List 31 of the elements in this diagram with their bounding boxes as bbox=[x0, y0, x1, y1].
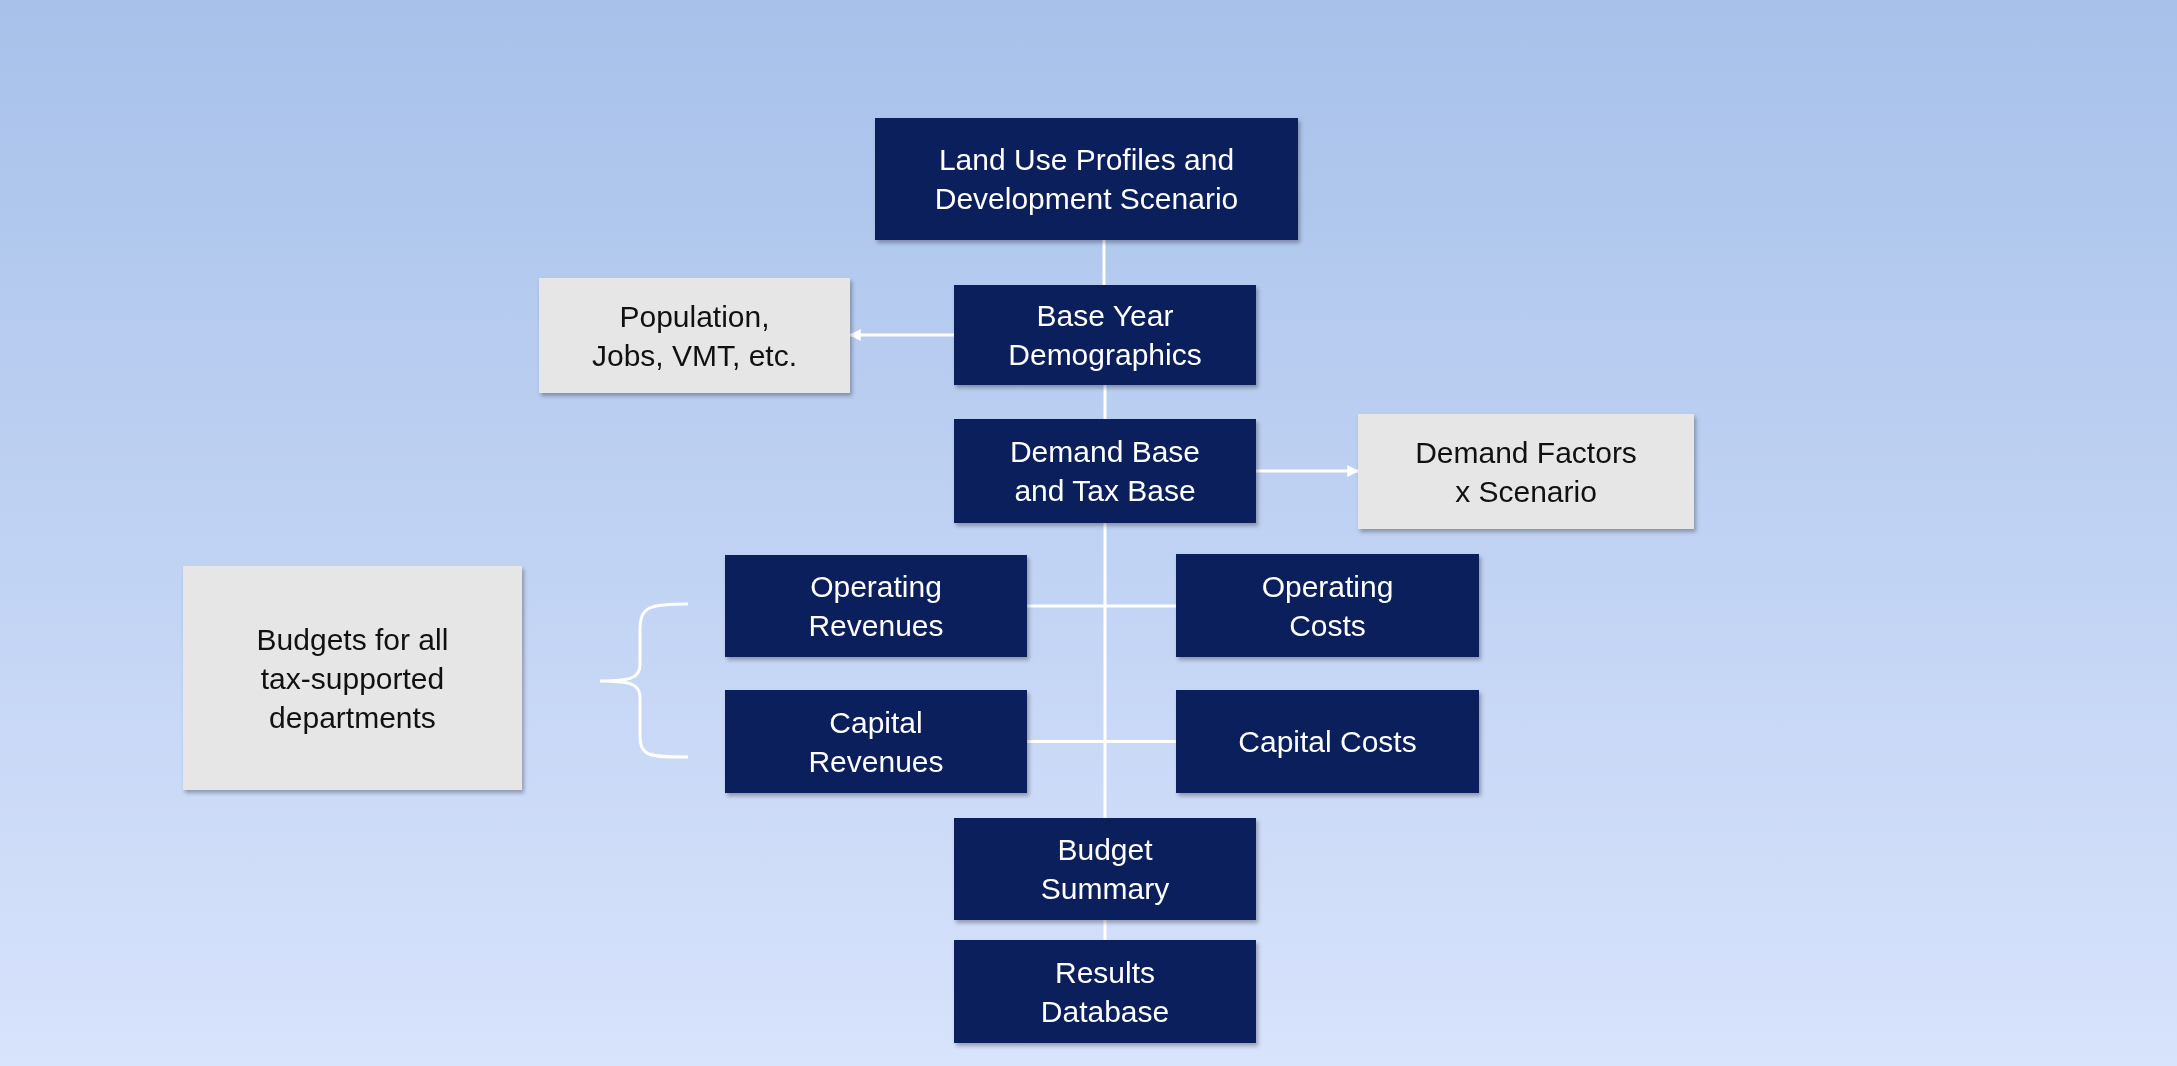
process-box bbox=[725, 690, 1027, 793]
process-box bbox=[1176, 690, 1479, 793]
box-label: Operating Revenues bbox=[807, 569, 945, 644]
connector-line bbox=[1103, 523, 1107, 818]
box-label: Budget Summary bbox=[1039, 832, 1171, 907]
box-label: Capital Revenues bbox=[807, 704, 945, 780]
connector-line bbox=[1103, 385, 1107, 419]
box-label: Operating Costs bbox=[1260, 568, 1395, 644]
arrow bbox=[1256, 465, 1360, 477]
box-label: Land Use Profiles and Development Scenario bbox=[933, 142, 1240, 217]
note-box bbox=[539, 278, 850, 393]
process-box bbox=[954, 940, 1256, 1043]
process-box bbox=[954, 285, 1256, 385]
box-label: Demand Base and Tax Base bbox=[1008, 434, 1202, 509]
note-box bbox=[183, 566, 522, 790]
connector-line bbox=[1027, 740, 1176, 743]
box-label: Demand Factors x Scenario bbox=[1414, 434, 1638, 510]
process-box bbox=[875, 118, 1298, 240]
process-box bbox=[954, 419, 1256, 523]
connector-line bbox=[1103, 920, 1107, 940]
process-box bbox=[725, 555, 1027, 657]
box-label: Results Database bbox=[1039, 954, 1171, 1030]
box-label: Base Year Demographics bbox=[1007, 298, 1203, 373]
process-box bbox=[1176, 554, 1479, 657]
connector-line bbox=[1102, 240, 1106, 285]
connector-line bbox=[1027, 604, 1176, 608]
process-box bbox=[954, 818, 1256, 920]
box-label: Population, Jobs, VMT, etc. bbox=[590, 298, 799, 374]
note-box bbox=[1358, 414, 1694, 529]
box-label: Capital Costs bbox=[1238, 724, 1417, 760]
box-label: Budgets for all tax-supported departments bbox=[255, 621, 450, 736]
